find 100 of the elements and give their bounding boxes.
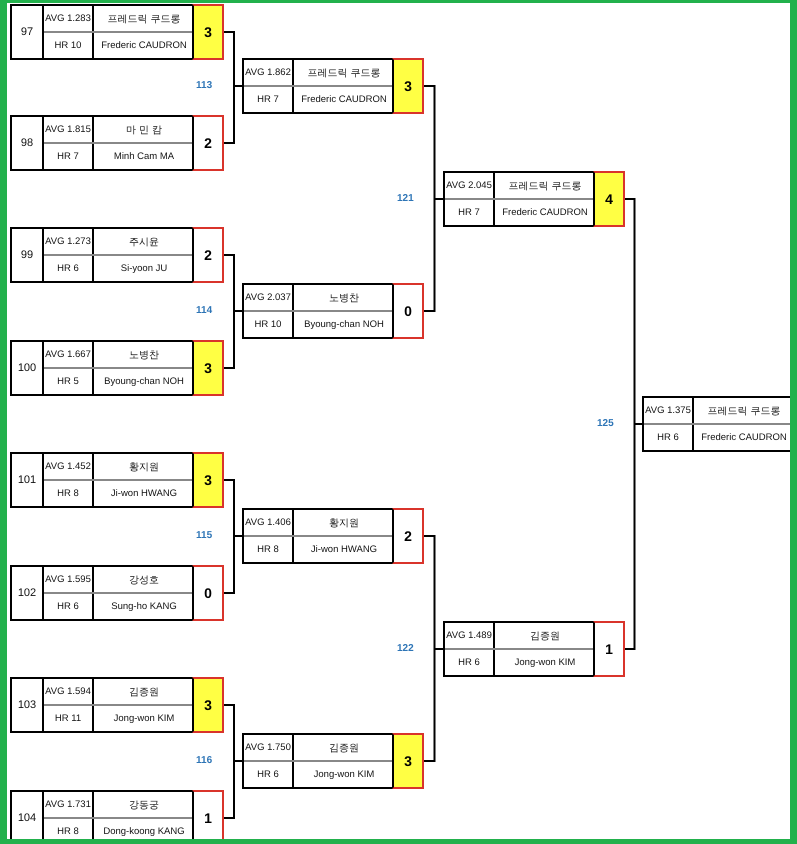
player-box	[10, 115, 224, 171]
player-box	[443, 171, 625, 227]
bracket-line	[625, 423, 642, 650]
home-runs-text: HR 11	[54, 712, 82, 726]
score-cell: 0	[192, 565, 224, 621]
average-text: AVG 1.750	[244, 741, 292, 755]
home-runs-text: HR 7	[256, 93, 280, 107]
player-name-text: Sung-ho KANG	[110, 600, 178, 614]
korean-name-text: 노병찬	[328, 292, 360, 306]
korean-name-text: 프레드릭 쿠드롱	[106, 12, 182, 26]
average-text: AVG 1.283	[44, 12, 92, 26]
home-runs-text: HR 6	[256, 768, 280, 782]
match-number: 114	[196, 305, 212, 316]
player-name-text: Ji-won HWANG	[310, 543, 378, 557]
seed-number: 100	[16, 361, 38, 376]
score-cell: 1	[593, 621, 625, 677]
player-name-text: Byoung-chan NOH	[103, 375, 185, 389]
bracket-line	[224, 535, 242, 594]
seed-number: 102	[16, 586, 38, 601]
korean-name-text: 주시윤	[128, 236, 160, 250]
average-text: AVG 1.406	[244, 516, 292, 530]
seed-number: 98	[20, 136, 34, 151]
home-runs-text: HR 8	[56, 825, 80, 839]
korean-name-text: 김종원	[328, 742, 360, 756]
korean-name-text: 노병찬	[128, 348, 160, 362]
korean-name-text: 프레드릭 쿠드롱	[508, 180, 582, 194]
average-text: AVG 1.452	[44, 460, 92, 474]
korean-name-text: 황지원	[128, 460, 160, 474]
player-name-text: Frederic CAUDRON	[300, 93, 388, 107]
average-text: AVG 1.862	[244, 66, 292, 80]
average-text: AVG 1.731	[44, 798, 92, 812]
home-runs-text: HR 6	[56, 600, 80, 614]
seed-number: 99	[20, 248, 34, 263]
score-cell: 3	[392, 733, 424, 789]
player-name-text: Minh Cam MA	[112, 150, 176, 164]
match-number: 113	[196, 80, 212, 91]
bracket-line	[424, 648, 443, 762]
score-cell: 3	[192, 677, 224, 733]
korean-name-text: 김종원	[128, 686, 160, 700]
player-name-text: Frederic CAUDRON	[700, 431, 788, 445]
match-number: 121	[397, 193, 414, 204]
average-text: AVG 1.489	[445, 629, 493, 643]
score-cell: 2	[192, 227, 224, 283]
korean-name-text: 강동궁	[128, 798, 160, 812]
player-name-text: Jong-won KIM	[514, 656, 576, 670]
player-box	[10, 565, 224, 621]
seed-number: 104	[16, 811, 38, 826]
player-box	[242, 58, 424, 114]
average-text: AVG 2.045	[445, 179, 493, 193]
home-runs-text: HR 8	[56, 487, 80, 501]
player-box	[443, 621, 625, 677]
score-cell: 0	[392, 283, 424, 339]
player-name-text: Jong-won KIM	[312, 768, 376, 782]
home-runs-text: HR 7	[457, 206, 481, 220]
match-number: 116	[196, 755, 212, 766]
korean-name-text: 황지원	[328, 516, 360, 530]
bracket-line	[424, 198, 443, 312]
score-cell: 4	[593, 171, 625, 227]
seed-number: 97	[20, 25, 34, 40]
korean-name-text: 프레드릭 쿠드롱	[706, 404, 782, 418]
home-runs-text: HR 5	[56, 375, 80, 389]
score-cell: 3	[192, 4, 224, 60]
korean-name-text: 마 민 캄	[125, 124, 163, 138]
player-name-text: Dong-koong KANG	[102, 825, 186, 839]
player-box	[10, 340, 224, 396]
player-box	[242, 283, 424, 339]
score-cell: 3	[192, 340, 224, 396]
home-runs-text: HR 6	[56, 262, 80, 276]
player-box	[242, 508, 424, 564]
home-runs-text: HR 10	[54, 39, 82, 53]
bracket-line	[224, 760, 242, 819]
average-text: AVG 1.595	[44, 573, 92, 587]
match-number: 115	[196, 530, 212, 541]
seed-number: 101	[16, 473, 38, 488]
match-number: 122	[397, 643, 414, 654]
score-cell: 3	[192, 452, 224, 508]
player-box	[10, 227, 224, 283]
player-name-text: Si-yoon JU	[120, 262, 168, 276]
player-name-text: Ji-won HWANG	[110, 487, 178, 501]
average-text: AVG 1.273	[44, 235, 92, 249]
korean-name-text: 김종원	[529, 630, 561, 644]
average-text: AVG 1.594	[44, 685, 92, 699]
average-text: AVG 1.375	[644, 404, 692, 418]
player-name-text: Jong-won KIM	[112, 712, 176, 726]
home-runs-text: HR 8	[256, 543, 280, 557]
match-number: 125	[597, 418, 614, 429]
player-box	[10, 4, 224, 60]
player-name-text: Byoung-chan NOH	[303, 318, 385, 332]
score-cell: 2	[192, 115, 224, 171]
player-name-text: Frederic CAUDRON	[501, 206, 589, 220]
player-name-text: Frederic CAUDRON	[100, 39, 188, 53]
bracket-line	[224, 85, 242, 144]
average-text: AVG 1.667	[44, 348, 92, 362]
player-box	[10, 677, 224, 733]
korean-name-text: 강성호	[128, 574, 160, 588]
home-runs-text: HR 10	[254, 318, 282, 332]
player-box	[10, 452, 224, 508]
home-runs-text: HR 7	[56, 150, 80, 164]
score-cell: 3	[392, 58, 424, 114]
home-runs-text: HR 6	[457, 656, 481, 670]
